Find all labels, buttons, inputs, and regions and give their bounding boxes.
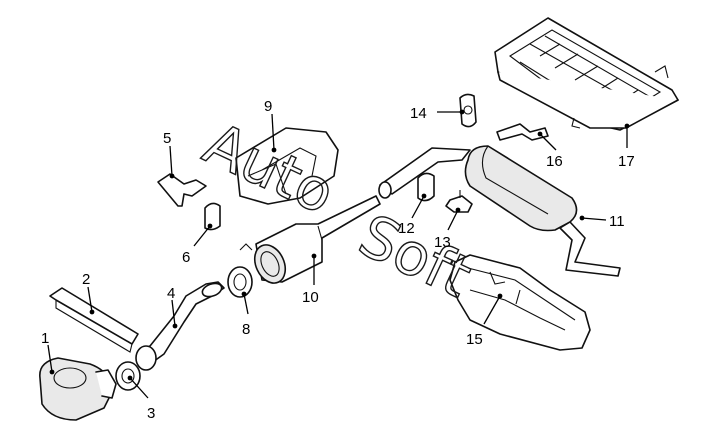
part-13-hanger-bracket — [445, 190, 473, 213]
callout-10: 10 — [302, 289, 319, 306]
part-11-rear-silencer — [378, 145, 621, 277]
part-10-catalytic-converter — [239, 195, 381, 284]
callout-labels: 1 2 3 4 5 6 17 8 9 10 11 12 13 14 15 16 — [41, 98, 635, 422]
part-15-heat-shield — [449, 254, 591, 351]
part-8-gasket — [227, 266, 253, 298]
part-5-hanger-clip — [157, 173, 207, 207]
part-1-converter — [39, 357, 117, 421]
callout-4: 4 — [167, 285, 175, 302]
callout-1: 1 — [41, 330, 49, 347]
callout-8: 8 — [242, 321, 250, 338]
part-17-heat-shield — [494, 17, 679, 131]
callout-7: 17 — [618, 153, 635, 170]
part-2-plate — [49, 287, 139, 353]
callout-5: 5 — [163, 130, 171, 147]
callout-3: 3 — [147, 405, 155, 422]
callout-2: 2 — [82, 271, 90, 288]
part-14-rubber-mount — [459, 93, 477, 128]
callout-9: 9 — [264, 98, 272, 115]
part-9-heat-shield-box — [235, 127, 339, 205]
callout-12: 12 — [398, 220, 415, 237]
leader-lines — [47, 109, 630, 399]
part-4-front-pipe — [135, 281, 225, 371]
callout-13: 13 — [434, 234, 451, 251]
part-6-rubber-insulator — [204, 202, 221, 231]
callout-16: 16 — [546, 153, 563, 170]
callout-11: 11 — [609, 213, 625, 230]
callout-6: 6 — [182, 249, 190, 266]
callout-14: 14 — [410, 105, 427, 122]
callout-15: 15 — [466, 331, 483, 348]
part-16-bracket — [496, 123, 549, 141]
